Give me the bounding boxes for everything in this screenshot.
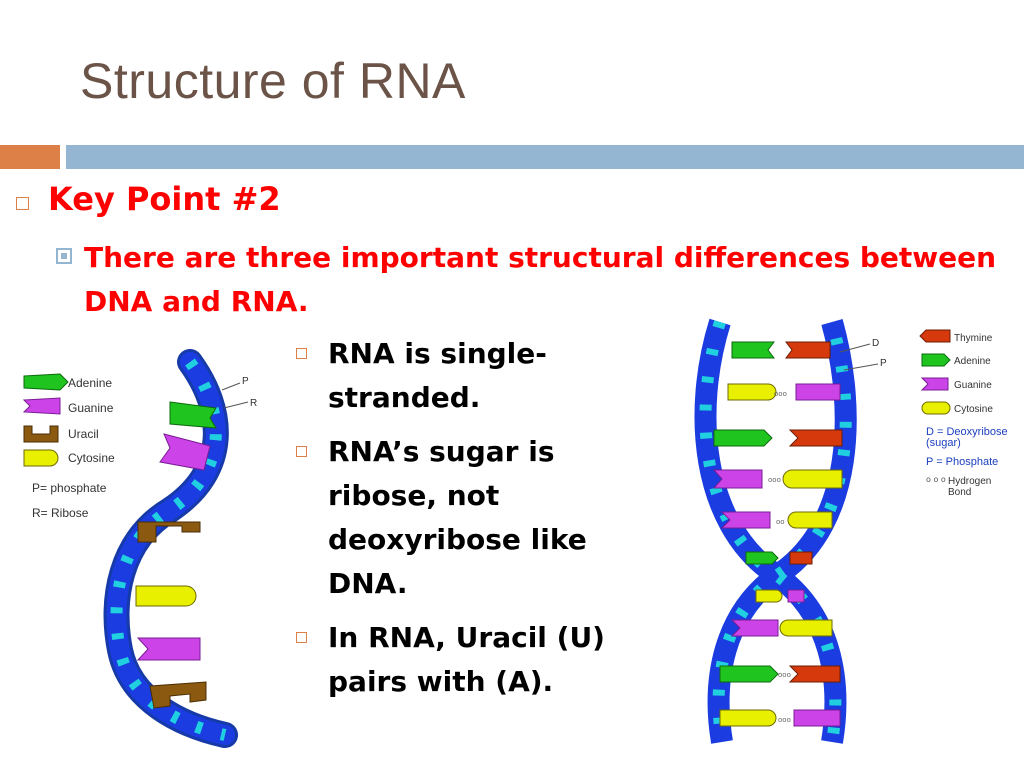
- square-bullet-icon: [16, 197, 29, 210]
- legend-adenine: Adenine: [68, 376, 112, 390]
- rna-legend: Adenine Guanine Uracil Cytosine P= phosp…: [22, 373, 115, 520]
- svg-text:oo: oo: [776, 518, 785, 526]
- dna-label-d: D: [872, 338, 879, 349]
- legend-phosphate: P= phosphate: [32, 481, 107, 495]
- rna-bases: [135, 401, 217, 709]
- legend-cytosine: Cytosine: [954, 404, 993, 415]
- difference-text: In RNA, Uracil (U) pairs with (A).: [328, 621, 605, 698]
- key-point-heading: Key Point #2: [48, 180, 281, 218]
- filled-square-bullet-icon: [56, 248, 72, 264]
- legend-phosphate: P = Phosphate: [926, 456, 998, 468]
- list-item: RNA’s sugar is ribose, not deoxyribose l…: [296, 430, 656, 606]
- svg-text:ooo: ooo: [774, 390, 787, 398]
- legend-thymine: Thymine: [954, 333, 993, 344]
- accent-bar-blue: [66, 145, 1024, 169]
- list-item: In RNA, Uracil (U) pairs with (A).: [296, 616, 656, 704]
- difference-list: RNA is single-stranded. RNA’s sugar is r…: [296, 332, 656, 714]
- svg-text:ooo: ooo: [768, 476, 781, 484]
- svg-text:ooo: ooo: [778, 716, 791, 724]
- svg-text:ooo: ooo: [778, 671, 791, 679]
- legend-bond: Bond: [948, 487, 971, 498]
- dna-base-pairs: ooo ooo oo ooo ooo: [712, 341, 843, 727]
- list-item: RNA is single-stranded.: [296, 332, 656, 420]
- legend-hydrogen: Hydrogen: [948, 476, 991, 487]
- difference-text: RNA’s sugar is ribose, not deoxyribose l…: [328, 435, 587, 600]
- dna-label-p: P: [880, 358, 887, 369]
- legend-guanine: Guanine: [954, 380, 992, 391]
- dna-legend: Thymine Adenine Guanine Cytosine D = Deo…: [919, 329, 1008, 498]
- legend-deoxyribose: D = Deoxyribose: [926, 426, 1008, 438]
- legend-ribose: R= Ribose: [32, 506, 89, 520]
- slide-title: Structure of RNA: [80, 53, 466, 109]
- legend-cytosine: Cytosine: [68, 451, 115, 465]
- difference-text: RNA is single-stranded.: [328, 337, 547, 414]
- accent-bar-orange: [0, 145, 60, 169]
- square-bullet-icon: [296, 632, 307, 643]
- dna-diagram: ooo ooo oo ooo ooo D P Thymine Adenine G…: [694, 318, 1008, 744]
- rna-label-p: P: [242, 376, 249, 387]
- rna-diagram: Adenine Guanine Uracil Cytosine P= phosp…: [22, 349, 257, 748]
- legend-guanine: Guanine: [68, 401, 114, 415]
- square-bullet-icon: [296, 348, 307, 359]
- legend-deoxyribose-sub: (sugar): [926, 437, 961, 449]
- square-bullet-icon: [296, 446, 307, 457]
- key-point-detail: There are three important structural dif…: [84, 241, 997, 318]
- legend-uracil: Uracil: [68, 427, 99, 441]
- rna-label-r: R: [250, 398, 257, 409]
- legend-adenine: Adenine: [954, 356, 991, 367]
- hydrogen-bond-dots-icon: o o o: [926, 475, 946, 484]
